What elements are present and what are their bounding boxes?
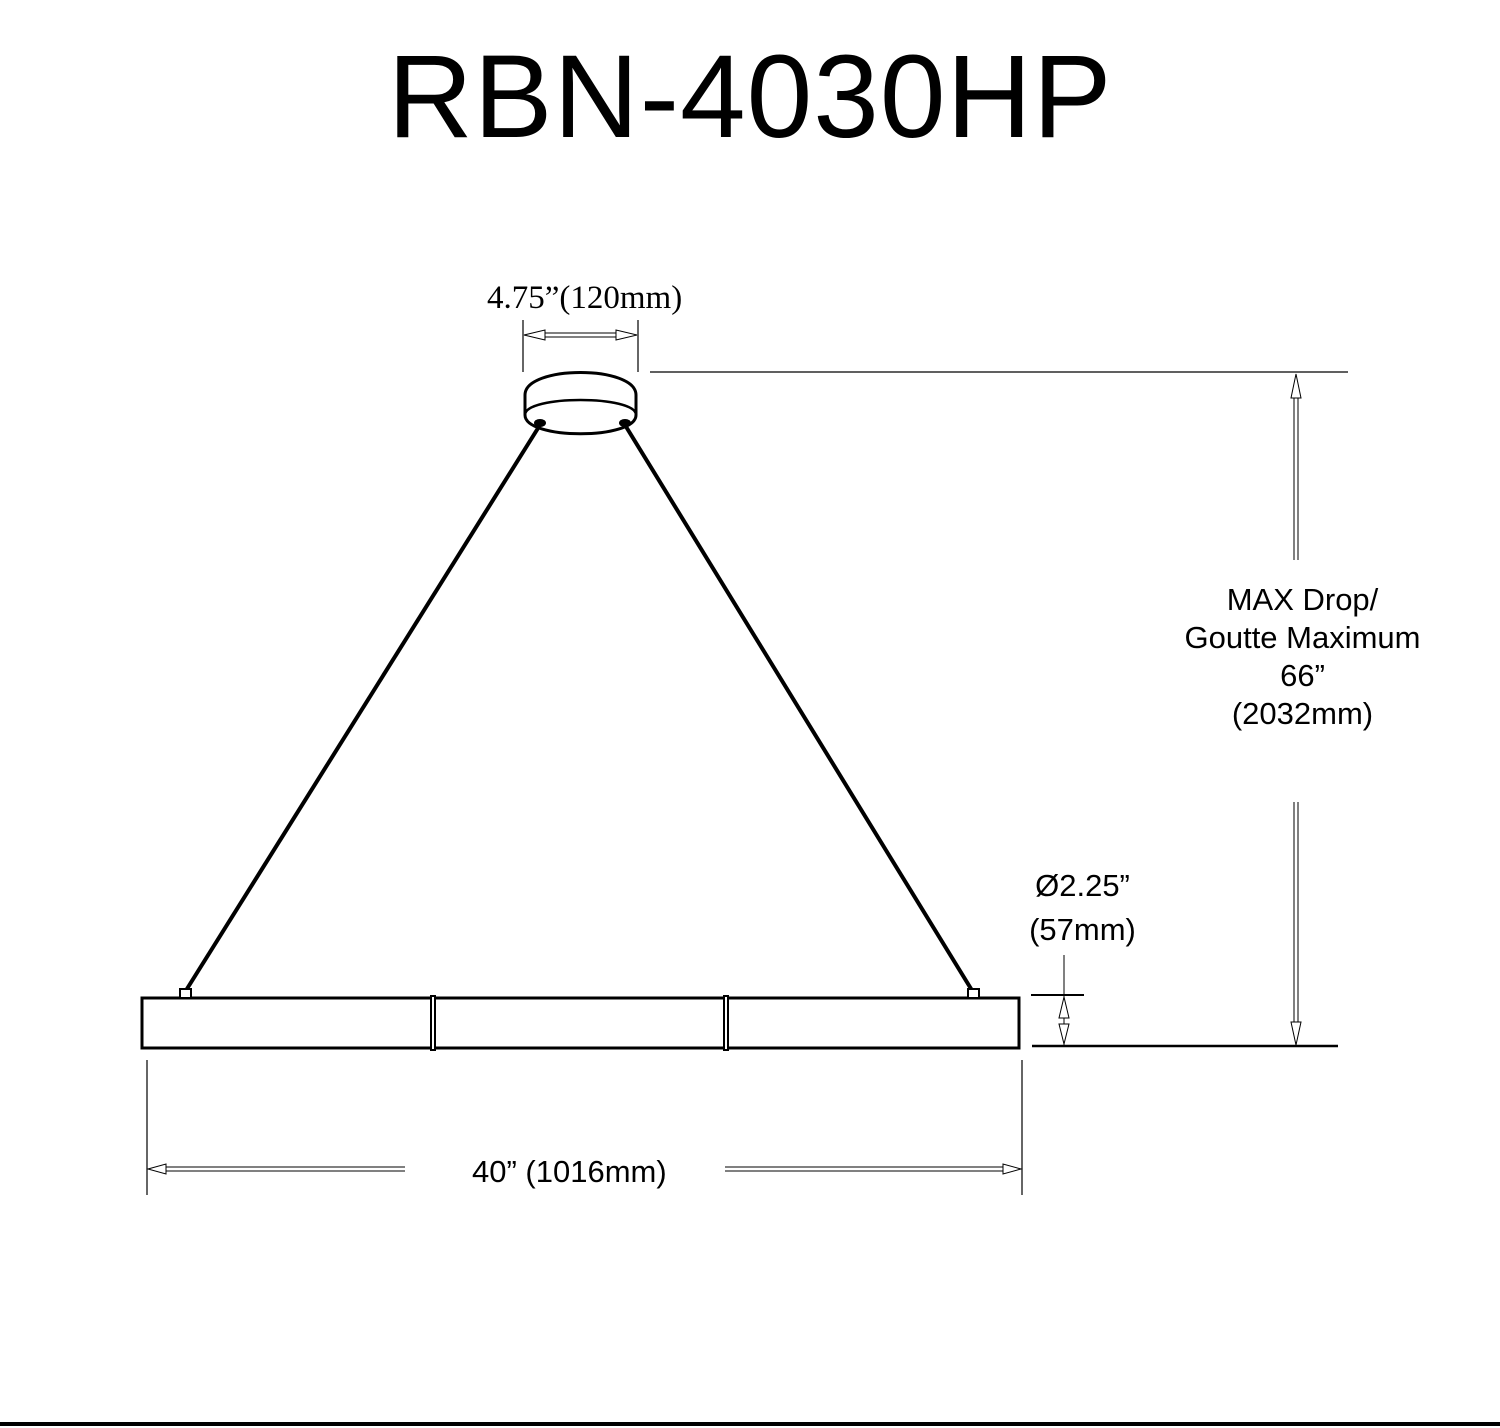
left-cable xyxy=(183,423,542,994)
max-drop-dimension xyxy=(1290,373,1302,1046)
model-title: RBN-4030HP xyxy=(387,31,1113,163)
diameter-dimension xyxy=(1031,955,1338,1048)
max-drop-line-3: 66” xyxy=(1280,658,1325,693)
max-drop-line-1: MAX Drop/ xyxy=(1226,582,1379,617)
canopy xyxy=(523,371,638,436)
canopy-width-label: 4.75”(120mm) xyxy=(487,280,683,316)
max-drop-line-2: Goutte Maximum xyxy=(1184,620,1421,655)
diameter-label: Ø2.25” (57mm) xyxy=(1000,864,1165,952)
canopy-width-dimension xyxy=(522,320,639,372)
length-label: 40” (1016mm) xyxy=(472,1154,667,1189)
max-drop-line-4: (2032mm) xyxy=(1231,696,1374,731)
diameter-line-1: Ø2.25” xyxy=(1035,868,1130,903)
length-dimension xyxy=(146,1060,1023,1195)
max-drop-label: MAX Drop/ Goutte Maximum 66” (2032mm) xyxy=(1140,581,1465,733)
right-cable xyxy=(623,423,975,994)
light-bar xyxy=(140,988,1021,1051)
diameter-line-2: (57mm) xyxy=(1029,912,1136,947)
